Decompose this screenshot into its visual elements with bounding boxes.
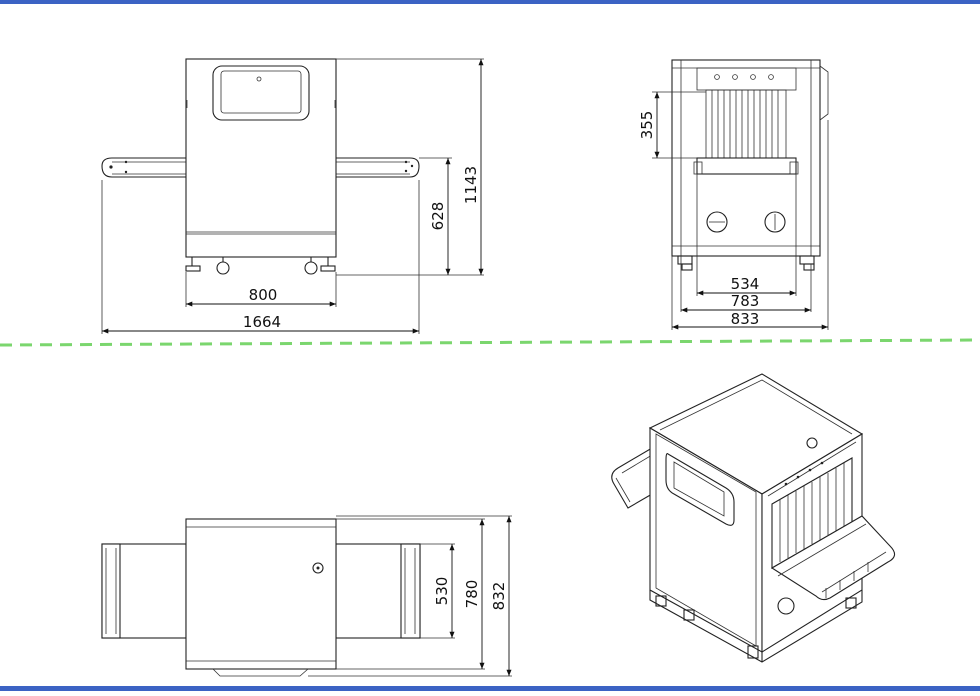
dim-tunnel-width: 534 xyxy=(731,275,760,293)
bottom-border xyxy=(0,686,980,691)
top-view: 530 780 832 xyxy=(101,515,512,677)
dim-conveyor-height: 628 xyxy=(429,202,447,231)
dim-overall-width-side: 833 xyxy=(731,310,760,328)
dim-total-height: 1143 xyxy=(462,166,480,204)
dim-belt-width: 530 xyxy=(433,577,451,606)
top-border xyxy=(0,0,980,4)
dim-body-width: 800 xyxy=(249,286,278,304)
dim-overall-width: 1664 xyxy=(243,313,281,331)
dim-tunnel-height: 355 xyxy=(638,111,656,140)
isometric-view xyxy=(611,373,896,663)
section-divider xyxy=(0,338,980,347)
dim-body-depth: 780 xyxy=(463,580,481,609)
dim-frame-width: 783 xyxy=(731,292,760,310)
front-view: 800 1664 628 1143 xyxy=(101,58,484,334)
side-view: 355 534 783 833 xyxy=(638,59,829,330)
dim-overall-depth: 832 xyxy=(490,582,508,611)
